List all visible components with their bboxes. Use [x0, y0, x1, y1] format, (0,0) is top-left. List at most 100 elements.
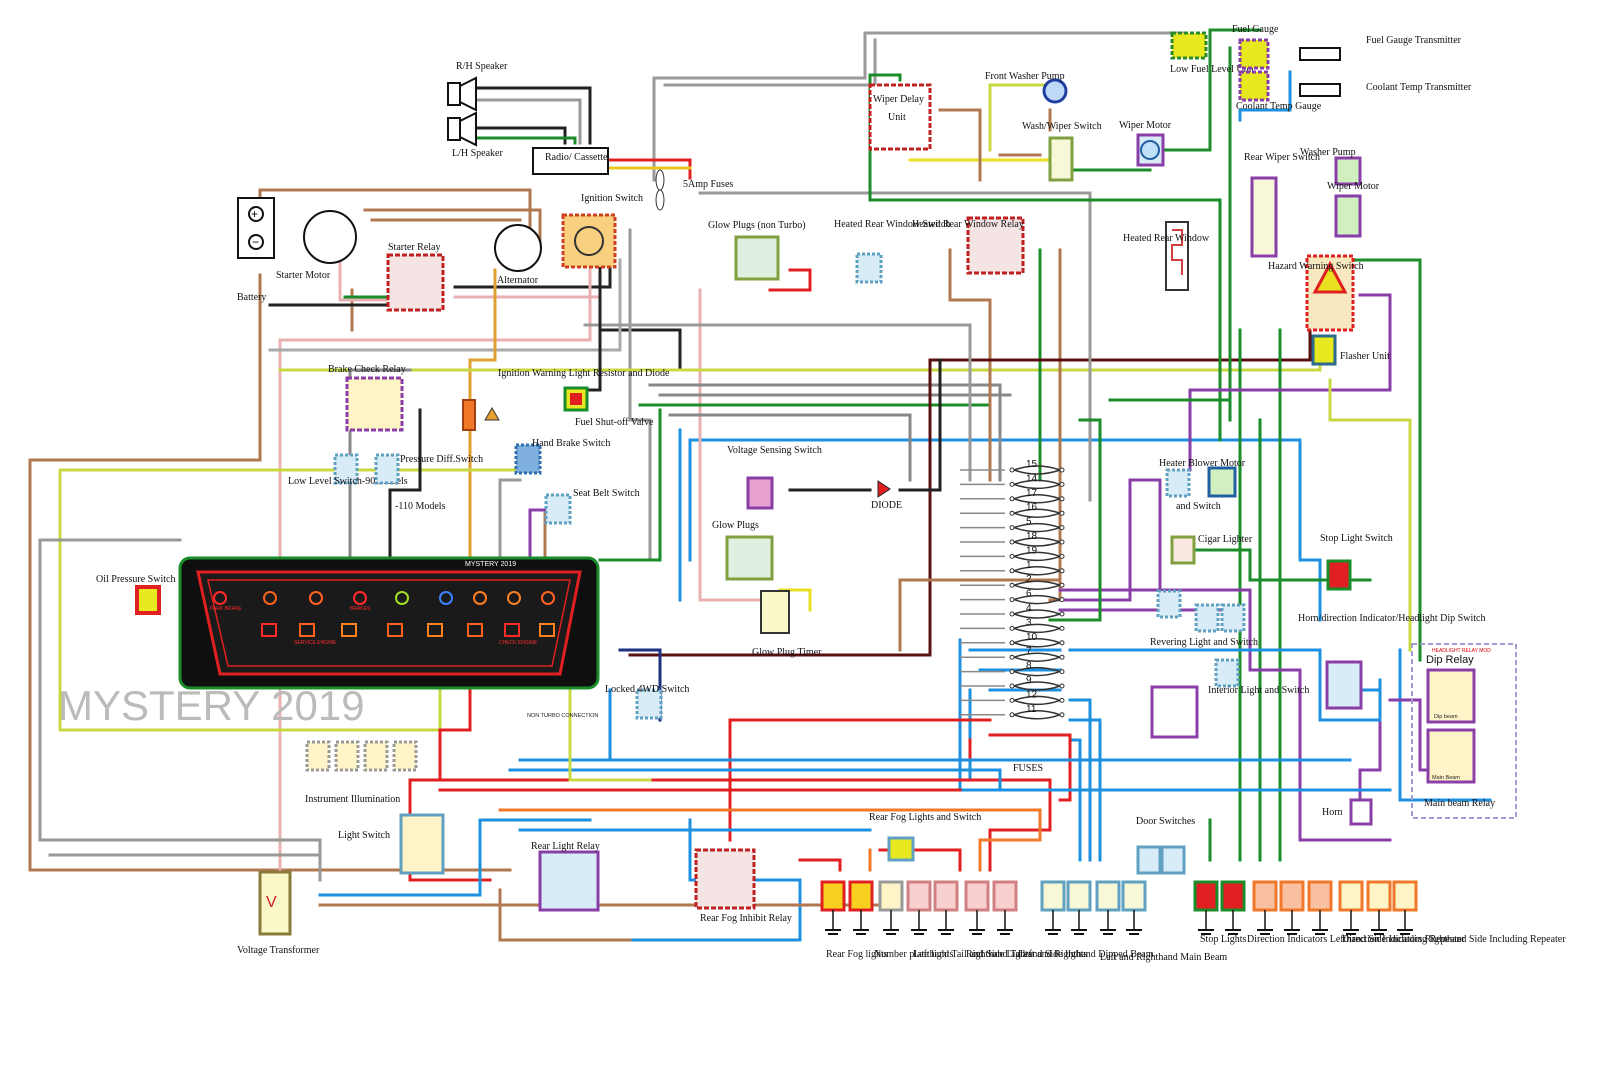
lh-tail-label: Lefthand Tail and Side Lights: [913, 949, 1032, 960]
diode-label: DIODE: [871, 500, 902, 511]
warning-light: [387, 623, 403, 637]
warning-light: PARK BRAKE: [210, 591, 242, 612]
fuse-number: 18: [1026, 531, 1038, 542]
brake-check-relay-label: Brake Check Relay: [328, 364, 406, 375]
fuel-shutoff-label: Fuel Shut-off Valve: [575, 417, 654, 428]
fuse-number: 17: [1026, 488, 1038, 499]
pressure-diff-switch: [374, 453, 400, 485]
models-110-label: -110 Models: [395, 501, 446, 512]
reversing-switch-label: Revering Light and Switch: [1150, 637, 1258, 648]
fuse-9: 9: [960, 675, 1065, 691]
fuse-number: 11: [1026, 704, 1037, 715]
seat-belt-switch: [544, 493, 572, 525]
instrument-illumination: [305, 740, 418, 772]
lamp-bulb: [1040, 880, 1066, 935]
lamp-bulb: [1366, 880, 1392, 935]
rh-tail-label: Righthand Tail and Side lights: [966, 949, 1087, 960]
panel-title: MYSTERY 2019: [465, 561, 516, 568]
low-level-label: Low Level Switch-90 Models: [288, 476, 408, 487]
fuse-11: 11: [960, 704, 1065, 720]
fuse-number: 12: [1026, 689, 1038, 700]
voltage-sensing-switch: [746, 476, 774, 510]
radio-label: Radio/ Cassette: [545, 152, 608, 163]
fuse-1: 1: [960, 560, 1065, 576]
svg-text:+: +: [251, 207, 258, 221]
glow-plugs-nonturbo: [734, 235, 780, 281]
interior-light-label: Interior Light and Switch: [1208, 685, 1309, 696]
low-level-switch: [333, 453, 359, 485]
fuse-number: 9: [1026, 675, 1032, 686]
flasher-unit: [1311, 334, 1337, 366]
watermark: MYSTERY 2019: [58, 682, 365, 729]
coolant-gauge: [1238, 70, 1270, 102]
dip-beam-label: Dip beam: [1434, 714, 1458, 720]
washer-pump-label: Washer Pump: [1300, 147, 1356, 158]
hand-brake-label: Hand Brake Switch: [532, 438, 610, 449]
fuse-18: 18: [960, 531, 1065, 547]
heated-rear-switch: [855, 252, 883, 284]
lamp-bulb: [906, 880, 932, 935]
amp-fuses-label: 5Amp Fuses: [683, 179, 733, 190]
fuse-number: 6: [1026, 589, 1032, 600]
fuse-number: 5: [1026, 517, 1032, 528]
lamp-bulb: [848, 880, 874, 935]
front-washer-pump: [1042, 78, 1068, 104]
glow-plugs: [725, 535, 774, 581]
cigar-lighter-label: Cigar Lighter: [1198, 534, 1253, 545]
starter-motor-label: Starter Motor: [276, 270, 331, 281]
warning-light: BRAKES: [350, 591, 371, 612]
lamp-bulb: [1121, 880, 1147, 935]
wash-wiper-switch: [1048, 136, 1074, 182]
lamp-bulb: [1193, 880, 1219, 935]
coolant-gauge-label: Coolant Temp Gauge: [1236, 101, 1322, 112]
fuse-8: 8: [960, 661, 1065, 677]
interior-light: [1150, 685, 1199, 739]
battery-label: Battery: [237, 292, 266, 303]
main-beam-lamps-label: Left and Righthand Main Beam: [1100, 952, 1227, 963]
svg-text:V: V: [266, 894, 277, 911]
hazard-switch-label: Hazard Warning Switch: [1268, 261, 1364, 272]
brake-check-relay: [345, 376, 404, 432]
stop-lights-label: Stop Lights: [1200, 934, 1247, 945]
rear-fog-switch-label: Rear Fog Lights and Switch: [869, 812, 981, 823]
light-switch-label: Light Switch: [338, 830, 390, 841]
warning-light: [427, 623, 443, 637]
main-beam-relay-label: Main beam Relay: [1424, 798, 1495, 809]
fuse-number: 14: [1026, 473, 1038, 484]
fuse-10: 10: [960, 632, 1065, 648]
battery: + −: [237, 197, 275, 259]
hand-brake-switch: [514, 443, 542, 475]
glow-plug-timer-label: Glow Plug Timer: [752, 647, 822, 658]
amp-fuses-symbol: [655, 169, 665, 211]
headlight-relay-mod-label: HEADLIGHT RELAY MOD: [1432, 648, 1491, 654]
coolant-transmitter: [1299, 83, 1341, 97]
fuse-19: 19: [960, 545, 1065, 562]
lh-speaker-label: L/H Speaker: [452, 148, 503, 159]
warning-light: [467, 623, 483, 637]
ignition-switch-label: Ignition Switch: [581, 193, 643, 204]
fuse-17: 17: [960, 488, 1065, 504]
fuse-12: 12: [960, 689, 1065, 706]
heater-blower-motor: [1207, 466, 1237, 498]
stop-light-switch-label: Stop Light Switch: [1320, 533, 1393, 544]
coolant-transmitter-label: Coolant Temp Transmitter: [1366, 82, 1472, 93]
door-switches-label: Door Switches: [1136, 816, 1195, 827]
warning-light: [473, 591, 487, 605]
dip-beam-relay: [1426, 668, 1476, 724]
fuse-16: 16: [960, 502, 1065, 518]
main-beam-label: Main Beam: [1432, 775, 1460, 781]
lamp-bulb: [1392, 880, 1418, 935]
fuel-gauge: [1238, 38, 1270, 70]
fuel-gauge-label: Fuel Gauge: [1232, 24, 1279, 35]
fuse-number: 16: [1026, 502, 1038, 513]
dipped-beam-label: Left and Righthand Dipped Beam: [1018, 949, 1154, 960]
rear-fog-lights-label: Rear Fog lights: [826, 949, 888, 960]
non-turbo-label: NON TURBO CONNECTION: [527, 713, 598, 719]
heated-rear-switch-label: Heated Rear Window Switch: [834, 219, 950, 230]
svg-text:−: −: [252, 235, 259, 249]
pressure-diff-label: Pressure Diff.Switch: [400, 454, 483, 465]
stop-light-switch: [1326, 559, 1352, 591]
wiper-delay-label: Wiper Delay: [873, 94, 924, 105]
